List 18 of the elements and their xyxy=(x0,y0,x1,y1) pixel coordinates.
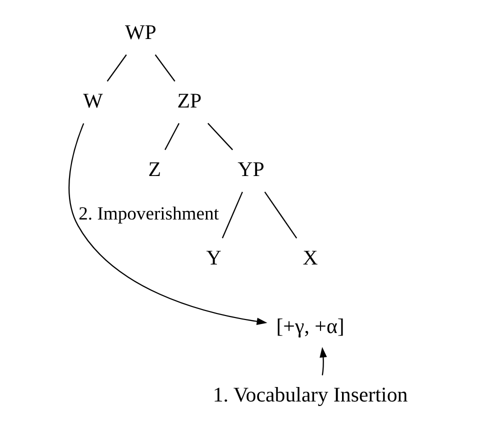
node-text: Z xyxy=(148,156,161,181)
node-text: X xyxy=(302,245,318,270)
node-text: ZP xyxy=(177,88,202,112)
connector xyxy=(264,192,298,238)
arrow xyxy=(68,123,268,326)
connector xyxy=(222,192,243,238)
node-text: WP xyxy=(124,20,156,44)
node-text: [+γ, +α] xyxy=(276,314,344,338)
edge-label: 2. Impoverishment xyxy=(78,203,219,224)
node-text: W xyxy=(83,88,103,112)
node-text: YP xyxy=(238,156,264,181)
node-text: 1. Vocabulary Insertion xyxy=(212,382,408,406)
connector xyxy=(164,123,180,150)
connector xyxy=(106,54,127,82)
node-text: Y xyxy=(206,245,222,270)
connector xyxy=(208,122,233,150)
connector xyxy=(154,54,176,82)
arrow xyxy=(320,346,327,376)
